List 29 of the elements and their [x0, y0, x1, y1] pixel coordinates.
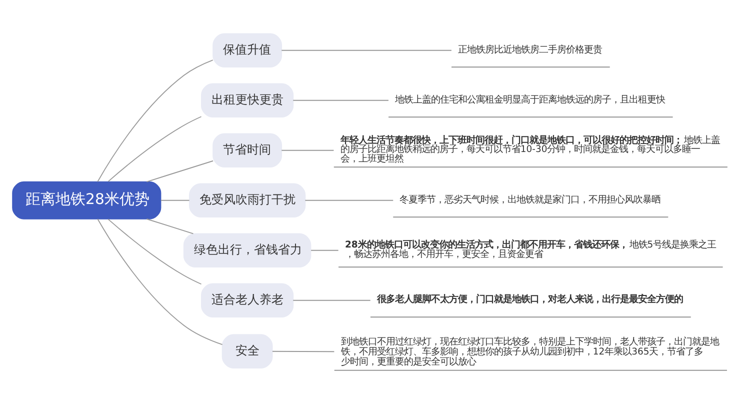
- connector: [146, 218, 194, 234]
- connector: [160, 200, 190, 201]
- connector: [281, 150, 334, 151]
- node-box: 适合老人养老: [201, 283, 294, 318]
- node-box: 节省时间: [212, 133, 282, 168]
- node-text: 28米的地铁口可以改变你的生活方式，出门都不用开车，省钱还环保，地铁5号线是换乘之王，畅达苏州各地，不用开车，更安全，且资金更省: [345, 240, 716, 260]
- connector: [292, 300, 371, 301]
- connector: [108, 218, 202, 285]
- node-text: 地铁上盖的住宅和公寓租金明显高于距离地铁远的房子，且出租更快: [395, 94, 665, 106]
- node-box: 距离地铁28米优势: [12, 181, 162, 220]
- node-box: 安全: [222, 334, 273, 368]
- node-box: 出租更快更贵: [201, 83, 294, 118]
- node-text: 到地铁口不用过红绿灯，现在红绿灯口车比较多，特别是上下学时间，老人带孩子，出门就是地铁，不用受红绿灯、车多影响，想想你的孩子从幼儿园到初中，12年乘以365天，节省了多少时间，更重要的是安全可以放心: [340, 336, 719, 368]
- connector: [304, 200, 394, 201]
- node-text: 冬夏季节，恶劣天气时候，出地铁就是家门口，不用担心风吹暴晒: [400, 194, 661, 206]
- connector: [292, 100, 389, 101]
- node-box: 保值升值: [212, 33, 282, 68]
- connector: [97, 60, 214, 182]
- node-text: 正地铁房比近地铁房二手房价格更贵: [458, 44, 602, 56]
- node-box: 免受风吹雨打干扰: [188, 183, 306, 218]
- node-text: 很多老人腿脚不太方便，门口就是地铁口，对老人来说，出行是最安全方便的: [376, 294, 683, 305]
- connector: [281, 50, 452, 51]
- connector: [146, 160, 214, 182]
- connector: [97, 218, 223, 346]
- connector: [272, 350, 335, 352]
- connector: [310, 250, 339, 251]
- node-box: 绿色出行，省钱省力: [183, 233, 312, 268]
- node-text: 年轻人生活节奏都很快，上下班时间很赶，门口就是地铁口，可以很好的把控好时间；地铁上盖的房子比距离地铁稍远的房子，每天可以节省10-30分钟，时间就是金钱，每天可以多睡一会，上班更坦然: [340, 134, 720, 164]
- connector: [108, 116, 202, 182]
